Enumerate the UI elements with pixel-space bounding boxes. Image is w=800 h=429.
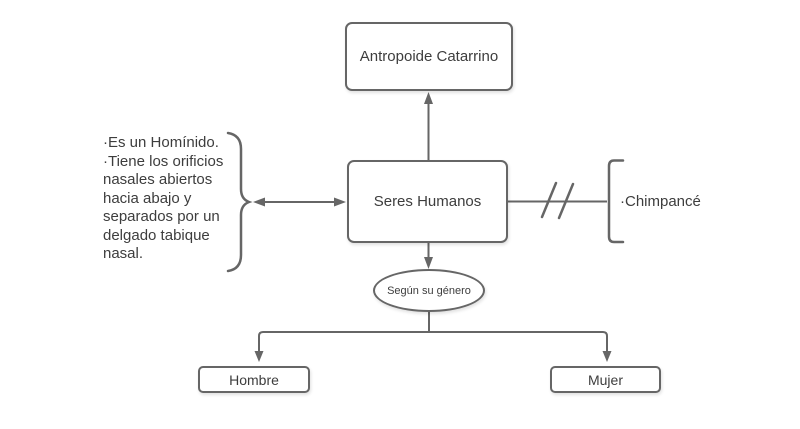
line-to-chimpance	[508, 181, 607, 220]
arrow-down-to-genero	[424, 243, 433, 269]
arrow-up-to-antropoide	[424, 92, 433, 160]
node-hombre: Hombre	[198, 366, 310, 393]
note-hominido-text: ·Es un Homínido. ·Tiene los orificios na…	[103, 134, 224, 262]
arrowhead-hombre	[254, 351, 264, 362]
node-mujer-label: Mujer	[587, 371, 623, 388]
break-slash-2	[557, 182, 575, 220]
right-bracket	[607, 159, 625, 244]
break-slash-1	[540, 181, 558, 219]
arrowhead-mujer	[602, 351, 612, 362]
node-seres-humanos-label: Seres Humanos	[373, 193, 482, 210]
node-mujer: Mujer	[550, 366, 661, 393]
chimpance-label: ·Chimpancé	[620, 193, 701, 210]
node-segun-su-genero: Según su género	[373, 269, 485, 312]
branch-to-hombre-mujer	[254, 331, 612, 362]
node-seres-humanos: Seres Humanos	[347, 160, 508, 243]
left-brace	[226, 131, 253, 273]
node-hombre-label: Hombre	[229, 371, 279, 388]
node-genero-label: Según su género	[387, 284, 471, 297]
node-antropoide-catarrino: Antropoide Catarrino	[345, 22, 513, 91]
node-antropoide-label: Antropoide Catarrino	[359, 48, 499, 65]
arrow-double-note	[253, 197, 346, 207]
